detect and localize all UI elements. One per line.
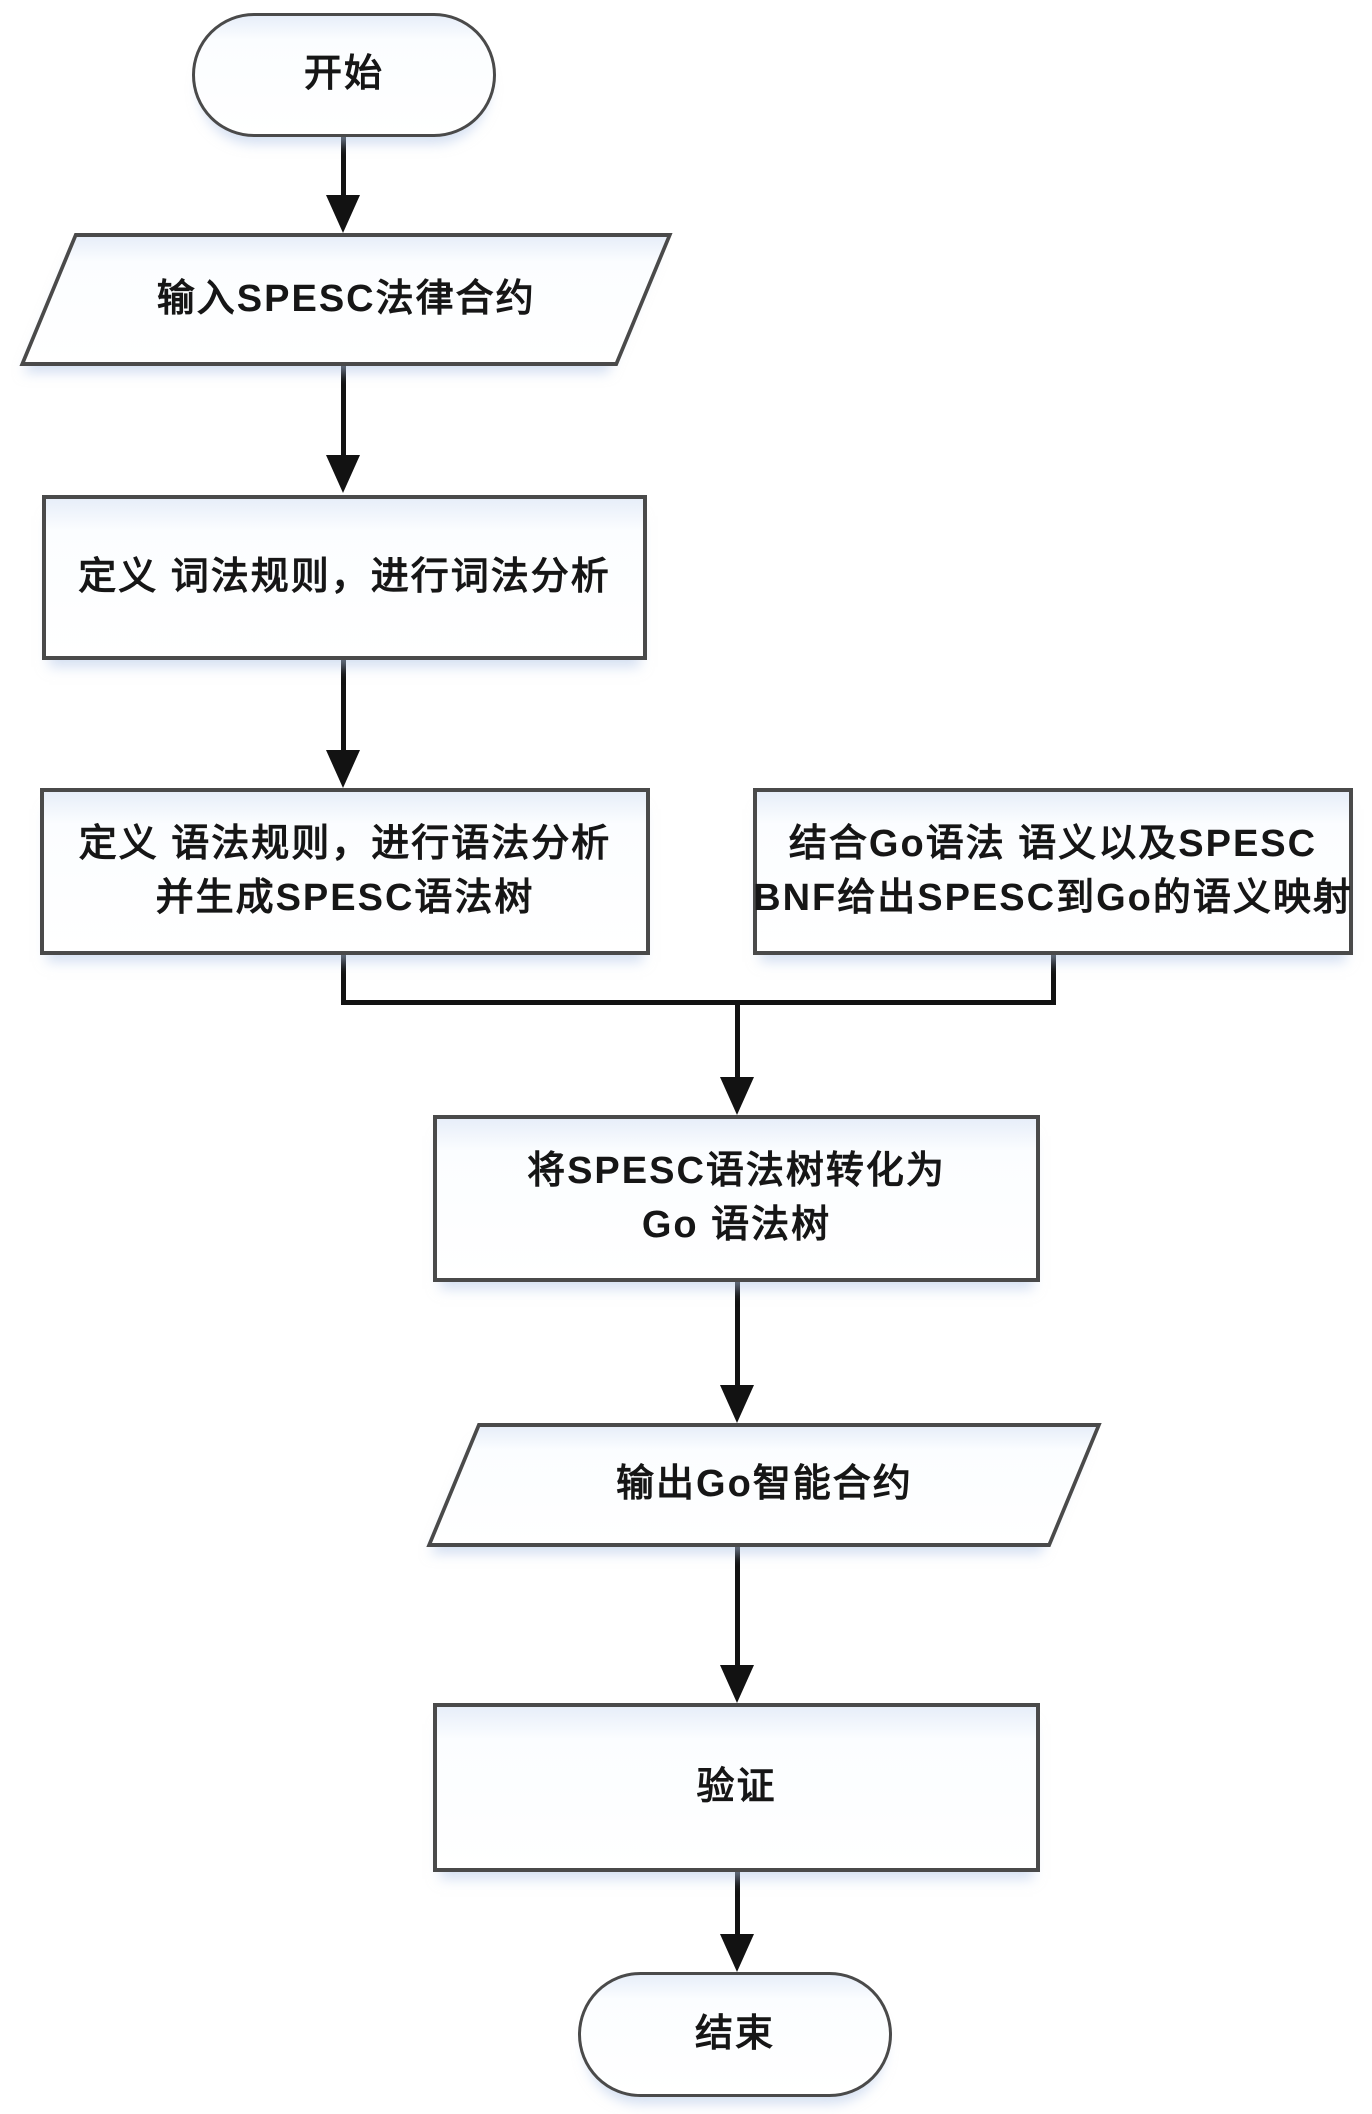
- edge-syntax-merge-stem: [341, 953, 346, 1005]
- node-output-go-contract-parallelogram: 输出Go智能合约: [426, 1423, 1102, 1547]
- edge-input-lex-arrowhead-icon: [326, 455, 360, 493]
- node-verification-process: 验证: [433, 1703, 1040, 1872]
- node-syntax-analysis-label-line1: 定义 语法规则，进行语法分析: [78, 822, 612, 865]
- edge-output-verify-line: [735, 1547, 740, 1667]
- edge-merge-convert-arrowhead-icon: [720, 1077, 754, 1115]
- node-syntax-analysis-label-line2: 并生成SPESC语法树: [155, 876, 535, 919]
- node-tree-conversion-label-line2: Go 语法树: [641, 1203, 832, 1246]
- node-end-terminator: 结束: [578, 1972, 892, 2097]
- node-semantic-mapping-process: 结合Go语法 语义以及SPESC BNF给出SPESC到Go的语义映射: [753, 788, 1353, 955]
- edge-lex-syntax-line: [341, 660, 346, 752]
- node-start-label: 开始: [303, 53, 384, 96]
- edge-verify-end-line: [735, 1872, 740, 1936]
- edge-start-input-arrowhead-icon: [326, 195, 360, 233]
- edge-convert-output-line: [735, 1282, 740, 1387]
- edge-output-verify-arrowhead-icon: [720, 1665, 754, 1703]
- node-input-spesc-parallelogram: 输入SPESC法律合约: [19, 233, 673, 366]
- edge-convert-output-arrowhead-icon: [720, 1385, 754, 1423]
- node-input-spesc-label: 输入SPESC法律合约: [156, 277, 536, 320]
- node-tree-conversion-label-line1: 将SPESC语法树转化为: [527, 1149, 946, 1192]
- node-semantic-mapping-label-line2: BNF给出SPESC到Go的语义映射: [753, 876, 1353, 919]
- node-lexical-analysis-label: 定义 词法规则，进行词法分析: [78, 555, 611, 598]
- node-output-go-contract-label: 输出Go智能合约: [615, 1463, 913, 1506]
- edge-verify-end-arrowhead-icon: [720, 1934, 754, 1972]
- edge-merge-horizontal-line: [341, 1000, 1056, 1005]
- edge-lex-syntax-arrowhead-icon: [326, 750, 360, 788]
- node-tree-conversion-process: 将SPESC语法树转化为 Go 语法树: [433, 1115, 1040, 1282]
- node-syntax-analysis-process: 定义 语法规则，进行语法分析 并生成SPESC语法树: [40, 788, 650, 955]
- edge-merge-convert-line: [735, 1000, 740, 1079]
- node-lexical-analysis-process: 定义 词法规则，进行词法分析: [42, 495, 647, 660]
- node-start-terminator: 开始: [192, 13, 496, 137]
- node-semantic-mapping-label-line1: 结合Go语法 语义以及SPESC: [788, 822, 1318, 865]
- edge-start-input-line: [341, 137, 346, 197]
- node-verification-label: 验证: [696, 1765, 777, 1808]
- edge-mapping-merge-stem: [1051, 953, 1056, 1005]
- node-end-label: 结束: [694, 2012, 775, 2055]
- edge-input-lex-line: [341, 366, 346, 457]
